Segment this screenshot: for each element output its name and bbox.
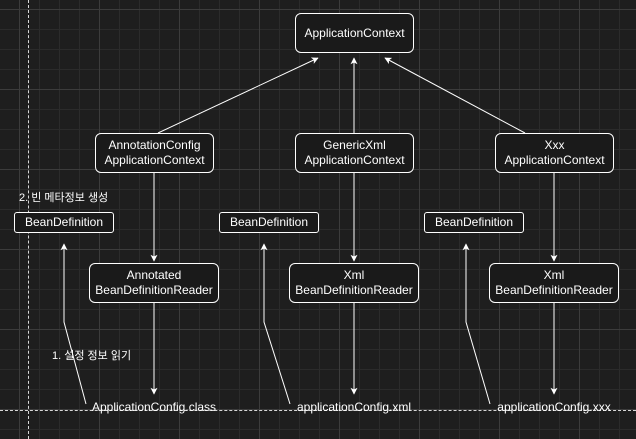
bean-definition-label-3: BeanDefinition: [434, 215, 514, 229]
arrow-annotation-to-context: [157, 57, 319, 134]
step-2-note: 2. 빈 메타정보 생성: [19, 192, 109, 204]
generic-xml-context-label: ApplicationContext: [304, 153, 405, 167]
annotation-context-label: ApplicationContext: [104, 153, 205, 167]
xxx-label: Xxx: [544, 138, 565, 152]
arrow-xml-to-beandefinition: [260, 243, 291, 405]
bean-definition-node-1: BeanDefinition: [14, 212, 114, 233]
xxx-config-source: applicationConfig.xxx: [497, 400, 611, 414]
annotated-label: Annotated: [126, 268, 182, 282]
annotated-reader-label: BeanDefinitionReader: [95, 283, 213, 297]
xml-reader-node: Xml BeanDefinitionReader: [289, 263, 419, 303]
xml-label-2: Xml: [543, 268, 565, 282]
bean-definition-node-2: BeanDefinition: [219, 212, 319, 233]
generic-xml-label: GenericXml: [323, 138, 386, 152]
bean-definition-node-3: BeanDefinition: [424, 212, 524, 233]
arrow-xxx-to-context: [384, 57, 526, 134]
xml-label: Xml: [343, 268, 365, 282]
step-1-note: 1. 설정 정보 읽기: [52, 350, 132, 362]
xml-config-source: applicationConfig.xml: [296, 400, 412, 414]
bean-definition-label-1: BeanDefinition: [24, 215, 104, 229]
annotation-config-context-node: AnnotationConfig ApplicationContext: [95, 133, 214, 173]
application-context-label: ApplicationContext: [304, 25, 405, 40]
xml-reader-label: BeanDefinitionReader: [295, 283, 413, 297]
bean-definition-label-2: BeanDefinition: [229, 215, 309, 229]
arrow-xxx-to-beandefinition: [462, 243, 491, 405]
xml-reader-label-2: BeanDefinitionReader: [495, 283, 613, 297]
annotated-reader-node: Annotated BeanDefinitionReader: [89, 263, 219, 303]
xxx-context-node: Xxx ApplicationContext: [495, 133, 614, 173]
annotation-config-source: ApplicationConfig.class: [91, 400, 217, 414]
application-context-node: ApplicationContext: [295, 13, 414, 53]
annotation-config-label: AnnotationConfig: [108, 138, 201, 152]
arrow-class-to-beandefinition: [60, 243, 87, 405]
xxx-context-label: ApplicationContext: [504, 153, 605, 167]
generic-xml-context-node: GenericXml ApplicationContext: [295, 133, 414, 173]
xml-reader-node-2: Xml BeanDefinitionReader: [489, 263, 619, 303]
